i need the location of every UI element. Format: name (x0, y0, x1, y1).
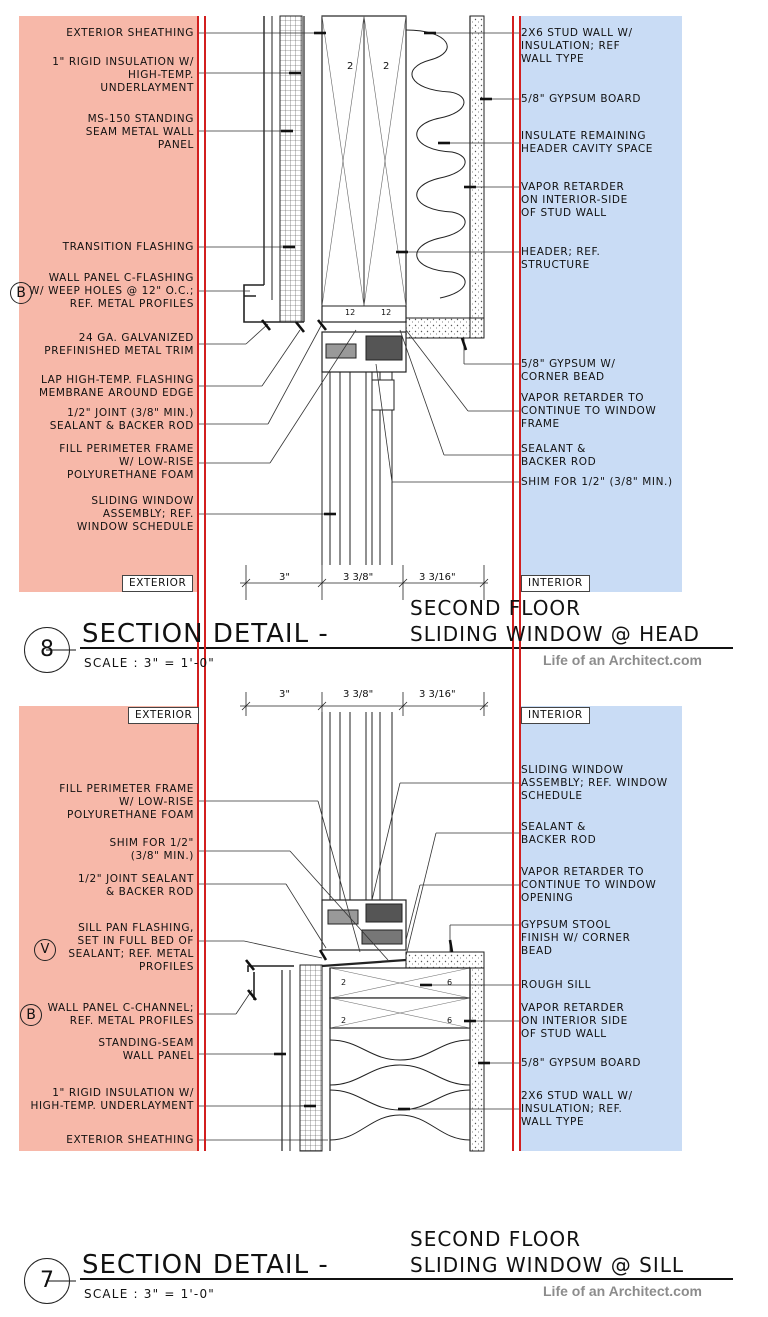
head-note-transition-flashing: TRANSITION FLASHING (62, 241, 194, 253)
sill-title-window: SLIDING WINDOW @ SILL (410, 1253, 684, 1277)
sill-note-gypsum-stool: GYPSUM STOOL FINISH W/ CORNER BEAD (521, 919, 631, 957)
sill-note-rough-sill: ROUGH SILL (521, 979, 592, 991)
sill-ticks (244, 939, 490, 1111)
sill-interior-label: INTERIOR (521, 707, 590, 724)
sill-detail-number: 7 (24, 1258, 70, 1304)
sill-plate-number: 2 (341, 1016, 347, 1025)
head-dimension-line (240, 565, 489, 600)
head-note-flashing-membrane: LAP HIGH-TEMP. FLASHING MEMBRANE AROUND … (38, 374, 194, 399)
sill-marker-b: B (20, 1004, 42, 1026)
sill-dim-3: 3" (279, 689, 290, 700)
sill-note-perimeter-foam: FILL PERIMETER FRAME W/ LOW-RISE POLYURE… (59, 783, 194, 821)
head-note-metal-wall-panel: MS-150 STANDING SEAM METAL WALL PANEL (85, 113, 194, 151)
head-wall-assembly (243, 15, 485, 565)
head-note-rigid-insulation: 1" RIGID INSULATION W/ HIGH-TEMP. UNDERL… (52, 56, 194, 94)
sill-scale: SCALE : 3" = 1'-0" (84, 1287, 216, 1301)
head-note-vapor-retarder: VAPOR RETARDER ON INTERIOR-SIDE OF STUD … (521, 181, 628, 219)
sill-dim-3-3-16: 3 3/16" (419, 689, 456, 700)
sill-wall-assembly (247, 712, 485, 1152)
head-note-joint-sealant: 1/2" JOINT (3/8" MIN.) SEALANT & BACKER … (49, 407, 194, 432)
head-leaders (197, 32, 519, 515)
head-dim-3: 3" (279, 572, 290, 583)
head-credit: Life of an Architect.com (543, 652, 702, 668)
head-header-number: 12 (345, 308, 356, 317)
sill-dim-3-3-8: 3 3/8" (343, 689, 374, 700)
sill-interior-band (519, 706, 682, 1151)
sill-title-floor: SECOND FLOOR (410, 1227, 582, 1251)
sill-note-c-channel: WALL PANEL C-CHANNEL; REF. METAL PROFILE… (47, 1002, 194, 1027)
sill-note-vapor-retarder: VAPOR RETARDER ON INTERIOR SIDE OF STUD … (521, 1002, 628, 1040)
head-interior-band (519, 16, 682, 592)
boundary-line-left-inner (204, 16, 206, 1151)
sill-note-shim: SHIM FOR 1/2" (3/8" MIN.) (109, 837, 194, 862)
sill-note-rigid-insulation: 1" RIGID INSULATION W/ HIGH-TEMP. UNDERL… (30, 1087, 194, 1112)
head-exterior-band (19, 16, 197, 592)
head-scale: SCALE : 3" = 1'-0" (84, 656, 216, 670)
sill-note-vapor-to-window: VAPOR RETARDER TO CONTINUE TO WINDOW OPE… (521, 866, 657, 904)
head-dim-3-3-8: 3 3/8" (343, 572, 374, 583)
head-ticks (260, 31, 492, 516)
head-note-shim: SHIM FOR 1/2" (3/8" MIN.) (521, 476, 673, 488)
head-note-stud-wall: 2X6 STUD WALL W/ INSULATION; REF WALL TY… (521, 27, 633, 65)
sill-credit: Life of an Architect.com (543, 1283, 702, 1299)
head-note-vapor-to-window: VAPOR RETARDER TO CONTINUE TO WINDOW FRA… (521, 392, 657, 430)
head-note-metal-trim: 24 GA. GALVANIZED PREFINISHED METAL TRIM (44, 332, 194, 357)
sill-exterior-band (19, 706, 197, 1151)
boundary-line-left-outer (197, 16, 199, 1151)
sill-title-main: SECTION DETAIL - (82, 1250, 329, 1280)
head-title-window: SLIDING WINDOW @ HEAD (410, 622, 700, 646)
head-note-window-assembly: SLIDING WINDOW ASSEMBLY; REF. WINDOW SCH… (76, 495, 194, 533)
sill-dimension-line (240, 692, 489, 716)
head-note-c-flashing: WALL PANEL C-FLASHING W/ WEEP HOLES @ 12… (29, 272, 194, 310)
head-title-floor: SECOND FLOOR (410, 596, 582, 620)
head-note-sealant-backer: SEALANT & BACKER ROD (521, 443, 597, 468)
head-marker-b: B (10, 282, 32, 304)
head-note-perimeter-foam: FILL PERIMETER FRAME W/ LOW-RISE POLYURE… (59, 443, 194, 481)
head-title-main: SECTION DETAIL - (82, 619, 329, 649)
sill-plate-number: 6 (447, 978, 453, 987)
head-note-gypsum-corner-bead: 5/8" GYPSUM W/ CORNER BEAD (521, 358, 616, 383)
boundary-line-right-outer (512, 16, 514, 1151)
sill-note-stud-wall: 2X6 STUD WALL W/ INSULATION; REF. WALL T… (521, 1090, 633, 1128)
sill-note-sealant-backer: SEALANT & BACKER ROD (521, 821, 597, 846)
sill-note-sill-pan: SILL PAN FLASHING, SET IN FULL BED OF SE… (68, 922, 194, 973)
head-interior-label: INTERIOR (521, 575, 590, 592)
boundary-line-right-inner (519, 16, 521, 1151)
head-note-gypsum-board: 5/8" GYPSUM BOARD (521, 93, 642, 105)
head-header-number: 2 (347, 61, 354, 72)
head-note-exterior-sheathing: EXTERIOR SHEATHING (66, 27, 194, 39)
head-detail-number: 8 (24, 627, 70, 673)
sill-plate-number: 6 (447, 1016, 453, 1025)
head-header-number: 12 (381, 308, 392, 317)
sill-note-standing-seam: STANDING-SEAM WALL PANEL (98, 1037, 194, 1062)
head-header-number: 2 (383, 61, 390, 72)
sill-note-joint-sealant: 1/2" JOINT SEALANT & BACKER ROD (78, 873, 194, 898)
sill-note-exterior-sheathing: EXTERIOR SHEATHING (66, 1134, 194, 1146)
sill-note-gypsum-board: 5/8" GYPSUM BOARD (521, 1057, 642, 1069)
sill-plate-number: 2 (341, 978, 347, 987)
sill-marker-v: V (34, 939, 56, 961)
head-note-header: HEADER; REF. STRUCTURE (521, 246, 601, 271)
head-exterior-label: EXTERIOR (122, 575, 194, 592)
sill-exterior-label: EXTERIOR (128, 707, 200, 724)
head-note-insulate-header: INSULATE REMAINING HEADER CAVITY SPACE (521, 130, 654, 155)
head-dim-3-3-16: 3 3/16" (419, 572, 456, 583)
sill-note-window-assembly: SLIDING WINDOW ASSEMBLY; REF. WINDOW SCH… (521, 764, 668, 802)
